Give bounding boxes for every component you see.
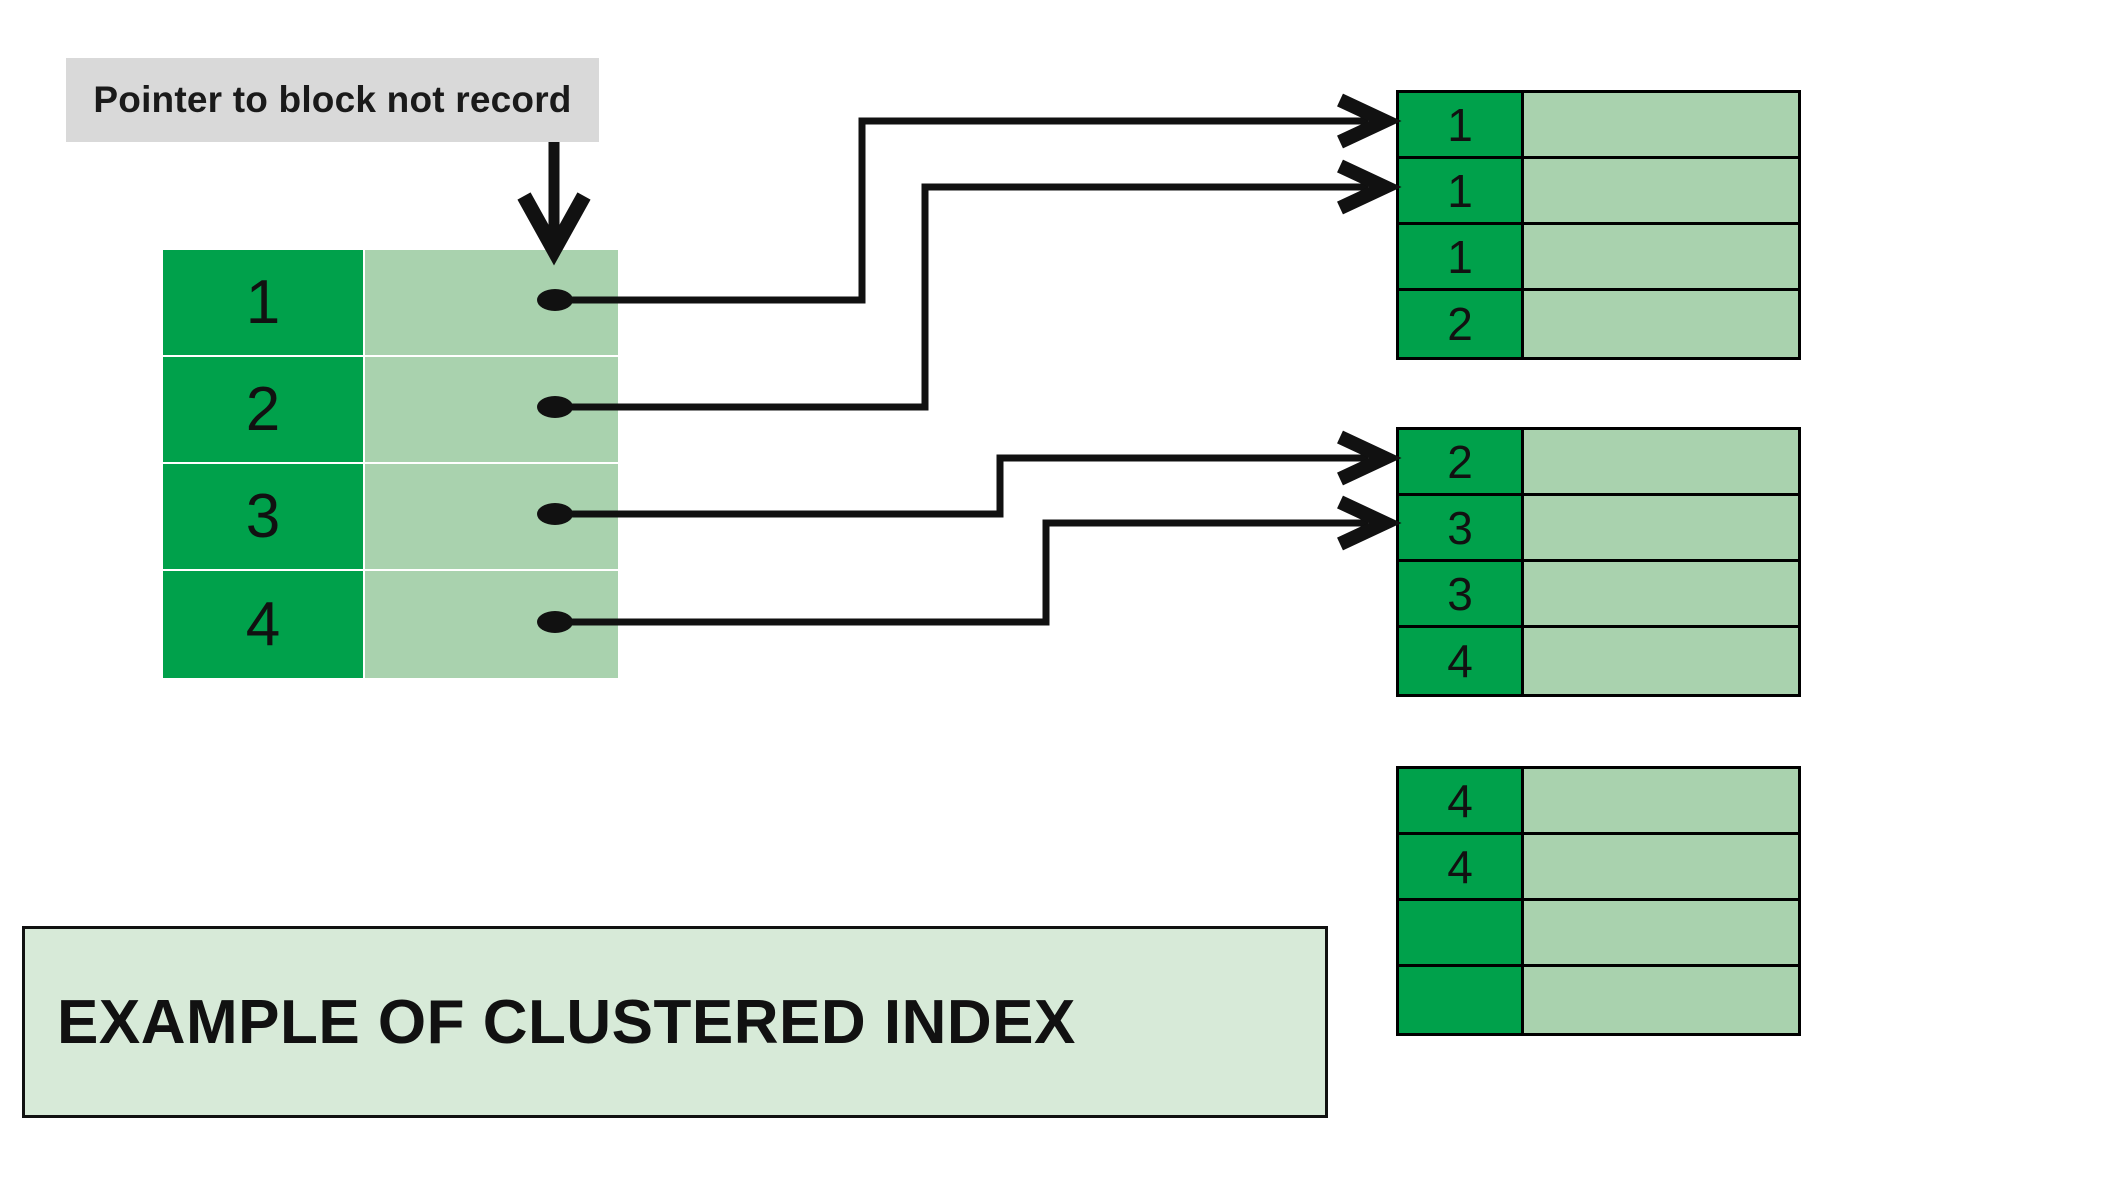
- connector-index3-to-block2row1: [537, 430, 1402, 525]
- data-block-row: [1399, 901, 1798, 967]
- block-key-cell: 2: [1399, 291, 1524, 357]
- block-key-value: 1: [1447, 164, 1473, 217]
- block-key-cell: 3: [1399, 496, 1524, 559]
- index-row: 4: [163, 571, 618, 678]
- block-key-value: 4: [1447, 635, 1473, 687]
- index-pointer-cell: [363, 571, 618, 678]
- index-key-value: 4: [245, 589, 281, 659]
- data-block-row: 1: [1399, 159, 1798, 225]
- index-key-cell: 2: [163, 357, 363, 464]
- block-value-cell: [1524, 901, 1798, 964]
- block-key-value: 4: [1447, 774, 1473, 827]
- connector-index1-to-block1row1: [537, 93, 1402, 311]
- index-pointer-cell: [363, 357, 618, 464]
- data-block-row: [1399, 967, 1798, 1033]
- block-key-value: 3: [1447, 567, 1473, 620]
- block-value-cell: [1524, 835, 1798, 898]
- block-key-cell: 4: [1399, 835, 1524, 898]
- data-block-row: 1: [1399, 225, 1798, 291]
- data-block-row: 3: [1399, 496, 1798, 562]
- index-key-cell: 4: [163, 571, 363, 678]
- index-key-value: 1: [245, 267, 281, 337]
- block-key-cell: 4: [1399, 769, 1524, 832]
- block-key-cell: 3: [1399, 562, 1524, 625]
- index-key-value: 3: [245, 481, 281, 551]
- block-key-value: 4: [1447, 840, 1473, 893]
- block-value-cell: [1524, 430, 1798, 493]
- index-pointer-cell: [363, 250, 618, 357]
- callout-label-text: Pointer to block not record: [93, 79, 572, 120]
- data-block-1: 1 1 1 2: [1396, 90, 1801, 360]
- block-key-cell: 4: [1399, 628, 1524, 694]
- index-key-cell: 1: [163, 250, 363, 357]
- block-value-cell: [1524, 967, 1798, 1033]
- block-value-cell: [1524, 496, 1798, 559]
- block-value-cell: [1524, 291, 1798, 357]
- connector-index4-to-block2row2: [537, 495, 1402, 633]
- data-block-row: 3: [1399, 562, 1798, 628]
- block-key-cell: [1399, 901, 1524, 964]
- block-value-cell: [1524, 159, 1798, 222]
- caption-text: EXAMPLE OF CLUSTERED INDEX: [57, 987, 1076, 1057]
- block-key-value: 1: [1447, 230, 1473, 283]
- block-value-cell: [1524, 769, 1798, 832]
- callout-label-box: Pointer to block not record: [66, 58, 599, 142]
- caption-box: EXAMPLE OF CLUSTERED INDEX: [22, 926, 1328, 1118]
- block-key-value: 3: [1447, 501, 1473, 554]
- block-value-cell: [1524, 562, 1798, 625]
- data-block-3: 4 4: [1396, 766, 1801, 1036]
- data-block-row: 4: [1399, 628, 1798, 694]
- callout-arrow-icon: [517, 142, 591, 266]
- index-pointer-cell: [363, 464, 618, 571]
- block-key-cell: 1: [1399, 159, 1524, 222]
- block-value-cell: [1524, 225, 1798, 288]
- index-row: 3: [163, 464, 618, 571]
- data-block-row: 1: [1399, 93, 1798, 159]
- index-row: 2: [163, 357, 618, 464]
- block-key-cell: 2: [1399, 430, 1524, 493]
- block-key-cell: 1: [1399, 225, 1524, 288]
- block-key-value: 1: [1447, 98, 1473, 151]
- block-key-cell: [1399, 967, 1524, 1033]
- block-key-value: 2: [1447, 435, 1473, 488]
- index-key-value: 2: [245, 374, 281, 444]
- data-block-2: 2 3 3 4: [1396, 427, 1801, 697]
- block-value-cell: [1524, 93, 1798, 156]
- block-value-cell: [1524, 628, 1798, 694]
- block-key-value: 2: [1447, 298, 1473, 350]
- data-block-row: 4: [1399, 835, 1798, 901]
- data-block-row: 2: [1399, 291, 1798, 357]
- index-key-cell: 3: [163, 464, 363, 571]
- connector-index2-to-block1row2: [537, 159, 1402, 418]
- data-block-row: 2: [1399, 430, 1798, 496]
- block-key-cell: 1: [1399, 93, 1524, 156]
- index-row: 1: [163, 250, 618, 357]
- clustered-index-table: 1 2 3 4: [163, 250, 618, 678]
- data-block-row: 4: [1399, 769, 1798, 835]
